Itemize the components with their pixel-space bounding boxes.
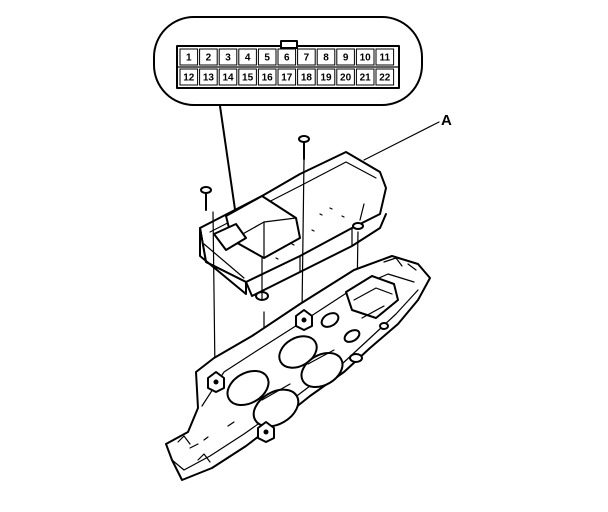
lock-switch-pocket xyxy=(345,275,399,319)
connector-pin-cell xyxy=(179,68,199,86)
connector-pin-cell xyxy=(336,48,355,66)
callout-label: A xyxy=(441,112,452,129)
connector-pin-cell xyxy=(199,48,218,66)
connector-pin-cell xyxy=(297,48,316,66)
panel-hole-3 xyxy=(379,322,389,330)
connector-pin-cell xyxy=(199,68,218,86)
screw-2 xyxy=(298,135,310,160)
connector-pin-number: 2 xyxy=(206,53,212,64)
connector-pin-cell xyxy=(218,48,238,66)
connector-pin-number: 6 xyxy=(284,53,290,64)
connector-pin-number: 18 xyxy=(301,73,313,84)
panel-screw-boss-4 xyxy=(349,353,363,363)
callout-leader-line xyxy=(363,121,440,161)
connector-pin-cell xyxy=(355,68,375,86)
connector-pin-cell xyxy=(179,48,199,66)
panel-screw-boss-2 xyxy=(295,309,313,331)
connector-pin-number: 11 xyxy=(380,53,391,64)
connector-pin-cell xyxy=(316,68,336,86)
connector-pin-cell xyxy=(336,68,355,86)
connector-pin-cell xyxy=(375,48,395,66)
connector-pin-cell xyxy=(257,68,277,86)
connector-pin-number: 3 xyxy=(225,53,231,64)
door-switch-panel xyxy=(165,255,431,481)
panel-screw-boss-3 xyxy=(257,421,275,443)
panel-hole-1 xyxy=(320,312,340,328)
window-switch-opening-1 xyxy=(226,369,270,407)
panel-screw-boss-1 xyxy=(207,371,225,393)
connector-pin-cell xyxy=(316,48,336,66)
connector-pin-number: 4 xyxy=(245,53,251,64)
panel-hole-2 xyxy=(343,329,361,343)
connector-pin-number: 21 xyxy=(360,73,372,84)
connector-pin-cell xyxy=(238,48,257,66)
connector-pin-number: 7 xyxy=(304,53,310,64)
connector-pin-number: 20 xyxy=(340,73,352,84)
connector-pin-cell xyxy=(355,48,375,66)
connector-pin-number: 12 xyxy=(183,73,195,84)
connector-pin-number: 15 xyxy=(242,73,254,84)
connector-pin-number: 17 xyxy=(281,73,293,84)
connector-pin-cell xyxy=(257,48,277,66)
power-window-master-switch xyxy=(199,151,387,301)
connector-pin-number: 1 xyxy=(186,53,192,64)
connector-pin-cell xyxy=(375,68,395,86)
connector-pin-number: 5 xyxy=(264,53,270,64)
connector-pin-number: 16 xyxy=(262,73,274,84)
connector-pin-cell xyxy=(277,48,297,66)
connector-pin-number: 8 xyxy=(323,53,329,64)
connector-pin-number: 10 xyxy=(360,53,372,64)
connector-pin-cell xyxy=(238,68,257,86)
connector-pin-number: 22 xyxy=(379,73,391,84)
inset-bubble xyxy=(153,16,423,106)
connector-pin-cell xyxy=(277,68,297,86)
screw-1 xyxy=(200,186,212,211)
connector-pin-number: 13 xyxy=(203,73,215,84)
connector-pin-number: 14 xyxy=(222,73,234,84)
connector-pin-cell xyxy=(297,68,316,86)
connector-pin-cell xyxy=(218,68,238,86)
connector-lock-tab xyxy=(280,40,298,49)
connector-pin-number: 9 xyxy=(343,53,349,64)
connector-pin-number: 19 xyxy=(320,73,332,84)
